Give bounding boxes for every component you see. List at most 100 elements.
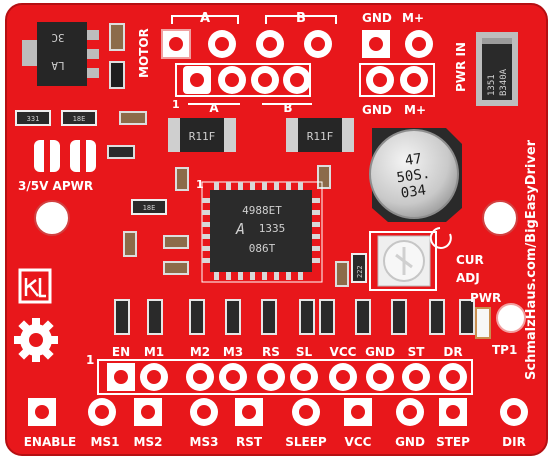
smd-resistor bbox=[391, 299, 407, 335]
header-pad bbox=[190, 398, 218, 426]
regulator-marking-2: LA bbox=[51, 59, 65, 72]
coil-a-lower-label: A bbox=[209, 101, 219, 115]
header-pad bbox=[439, 363, 467, 391]
tp1-label: TP1 bbox=[492, 343, 517, 357]
regulator-marking-1: 3C bbox=[51, 31, 64, 44]
pwr-led bbox=[475, 307, 491, 339]
svg-text:331: 331 bbox=[27, 115, 40, 123]
top-pin-labels: EN M1 M2 M3 RS SL VCC GND ST DR bbox=[112, 345, 463, 359]
voltage-regulator: 3C LA bbox=[22, 22, 99, 86]
smd-resistor bbox=[114, 299, 130, 335]
pwr-led-label: PWR bbox=[470, 291, 501, 305]
top-pin-label: M3 bbox=[223, 345, 243, 359]
chip-logo: A bbox=[235, 220, 245, 238]
pot-label-line2: ADJ bbox=[456, 271, 480, 285]
diode-marking-2: B340A bbox=[499, 68, 509, 96]
coil-a-label: A bbox=[200, 11, 210, 26]
capacitor-marking-3: 034 bbox=[400, 182, 427, 201]
header-pad bbox=[107, 363, 135, 391]
smd-resistor bbox=[355, 299, 371, 335]
header-pin-one: 1 bbox=[86, 353, 94, 367]
smd-resistor-331: 331 bbox=[15, 110, 51, 126]
capacitor-marking-1: 47 bbox=[404, 151, 423, 169]
coil-b-label: B bbox=[296, 11, 306, 26]
bottom-pin-label: RST bbox=[236, 435, 263, 449]
pot-label-line1: CUR bbox=[456, 253, 484, 267]
board-url: SchmalzHaus.com/BigEasyDriver bbox=[524, 139, 539, 380]
chip-marking-2: 1335 bbox=[259, 222, 286, 235]
smd-cap-2 bbox=[109, 61, 125, 89]
chip-marking-1: 4988ET bbox=[242, 204, 282, 217]
smd-cap-8 bbox=[163, 235, 189, 249]
svg-text:18E: 18E bbox=[143, 204, 156, 212]
svg-text:222: 222 bbox=[356, 265, 364, 278]
header-pad bbox=[28, 398, 56, 426]
svg-text:R11F: R11F bbox=[307, 130, 334, 143]
motor-pads-bottom bbox=[175, 63, 311, 97]
smd-resistor bbox=[189, 299, 205, 335]
header-pad bbox=[439, 398, 467, 426]
mounting-hole-left bbox=[34, 200, 70, 236]
schottky-diode: 1351 B340A bbox=[476, 32, 518, 106]
top-pin-label: SL bbox=[296, 345, 313, 359]
smd-resistor bbox=[147, 299, 163, 335]
bottom-pin-label: MS2 bbox=[134, 435, 163, 449]
motor-pin-one: 1 bbox=[172, 98, 180, 111]
header-pad bbox=[257, 363, 285, 391]
top-pin-label: RS bbox=[262, 345, 280, 359]
bottom-pin-label: DIR bbox=[502, 435, 526, 449]
header-pad bbox=[290, 363, 318, 391]
electrolytic-capacitor: 47 50S. 034 bbox=[369, 128, 462, 222]
svg-text:18E: 18E bbox=[73, 115, 86, 123]
motor-label: MOTOR bbox=[137, 28, 151, 78]
top-pin-label: VCC bbox=[330, 345, 357, 359]
gnd-mid-label: GND bbox=[362, 103, 392, 117]
header-pad bbox=[396, 398, 424, 426]
header-pad bbox=[219, 363, 247, 391]
top-pin-label: ST bbox=[408, 345, 426, 359]
smd-cap-9 bbox=[163, 261, 189, 275]
capacitor-marking-2: 50S. bbox=[396, 166, 432, 187]
smd-resistor bbox=[225, 299, 241, 335]
jumper-label: 3/5V APWR bbox=[18, 179, 93, 193]
header-pad bbox=[186, 363, 214, 391]
motor-pads-top bbox=[161, 29, 332, 59]
bottom-pin-label: GND bbox=[395, 435, 425, 449]
bottom-pin-label: MS1 bbox=[91, 435, 120, 449]
pwr-in-label: PWR IN bbox=[454, 42, 468, 92]
sense-resistor-right: R11F bbox=[286, 118, 354, 152]
coil-b-lower-label: B bbox=[283, 101, 292, 115]
diode-marking-1: 1351 bbox=[487, 74, 497, 96]
header-pad bbox=[140, 363, 168, 391]
smd-cap-10 bbox=[335, 261, 349, 287]
mplus-top-label: M+ bbox=[402, 11, 424, 25]
test-point-tp1 bbox=[496, 303, 526, 333]
header-pad bbox=[88, 398, 116, 426]
smd-resistor bbox=[319, 299, 335, 335]
header-pad bbox=[235, 398, 263, 426]
smd-resistor-18e-1: 18E bbox=[61, 110, 97, 126]
bottom-pin-label: ENABLE bbox=[24, 435, 77, 449]
header-pad bbox=[134, 398, 162, 426]
top-pin-label: DR bbox=[443, 345, 462, 359]
header-pad bbox=[366, 363, 394, 391]
smd-resistor bbox=[299, 299, 315, 335]
mounting-hole-right bbox=[482, 200, 518, 236]
open-hardware-gear-icon bbox=[14, 318, 58, 362]
header-pads-upper bbox=[97, 359, 473, 395]
smd-resistor bbox=[261, 299, 277, 335]
bottom-pin-label: STEP bbox=[436, 435, 470, 449]
top-pin-label: GND bbox=[365, 345, 395, 359]
bottom-pin-label: MS3 bbox=[190, 435, 219, 449]
top-pin-label: M2 bbox=[190, 345, 210, 359]
top-pin-label: EN bbox=[112, 345, 130, 359]
header-pad bbox=[500, 398, 528, 426]
smd-cap-1 bbox=[109, 23, 125, 51]
smd-resistor-222: 222 bbox=[351, 253, 367, 283]
smd-cap-7 bbox=[123, 231, 137, 257]
bottom-pin-label: VCC bbox=[345, 435, 372, 449]
smd-cap-4 bbox=[107, 145, 135, 159]
resistor-row bbox=[114, 299, 475, 335]
header-pad bbox=[329, 363, 357, 391]
